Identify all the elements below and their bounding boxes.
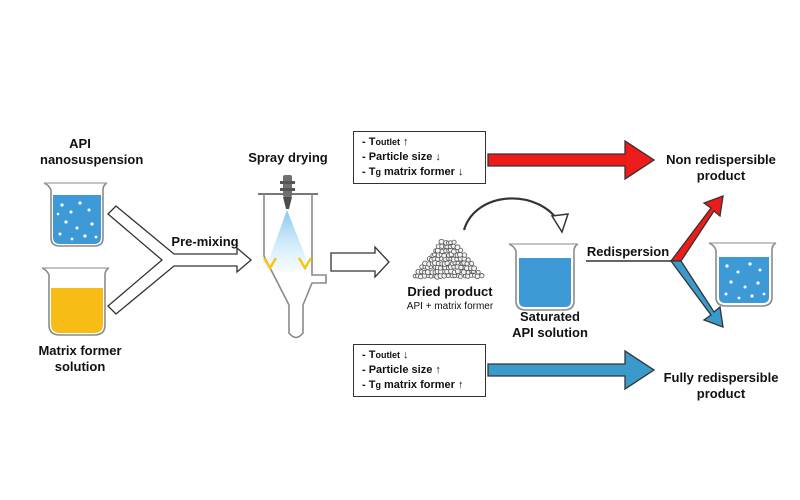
condition-subscript: g: [375, 167, 381, 177]
powder-particle: [438, 238, 445, 245]
nanoparticles: [56, 201, 98, 241]
yellow-liquid: [51, 288, 103, 333]
matrix-former-label: Matrix former solution: [28, 343, 132, 375]
split-arrows-icon: [669, 195, 724, 328]
condition-text: - T: [362, 379, 376, 391]
beaker-saturated-solution-icon: [508, 243, 579, 311]
api-nanosuspension-label: API nanosuspension: [40, 136, 144, 168]
condition-line: - Toutlet ↓: [362, 348, 477, 363]
beaker-redispersed-icon: [708, 242, 777, 307]
powder-particle: [432, 252, 437, 257]
powder-particle: [474, 273, 481, 280]
beaker-api-nanosuspension-icon: [43, 182, 108, 247]
blue-outcome-arrow: [487, 349, 656, 391]
label-line: Non redispersible: [666, 152, 776, 167]
condition-text: - Particle size: [362, 151, 436, 163]
spray-drying-label: Spray drying: [248, 150, 328, 165]
powder-particle: [458, 274, 463, 279]
dried-product-sublabel: API + matrix former: [406, 301, 494, 312]
conditions-box-bottom: - Toutlet ↓- Particle size ↑- Tg matrix …: [353, 344, 486, 397]
powder-particle: [461, 252, 468, 258]
trend-arrow-icon: ↑: [435, 364, 441, 376]
powder-particle: [434, 247, 441, 254]
powder-particle: [441, 252, 447, 259]
label-line: nanosuspension: [40, 152, 144, 167]
condition-line: - Particle size ↑: [362, 363, 477, 378]
curved-arrow-icon: [462, 197, 570, 234]
powder-particle: [444, 260, 450, 266]
powder-particle: [454, 244, 461, 251]
powder-particle: [465, 270, 471, 275]
powder-particle: [424, 269, 431, 276]
trend-arrow-icon: ↑: [403, 136, 409, 148]
condition-text: - T: [362, 349, 376, 361]
condition-text: - T: [362, 166, 376, 178]
label-line: product: [696, 168, 746, 183]
label-line: solution: [54, 359, 106, 374]
powder-particle: [445, 273, 451, 279]
label-line: Saturated: [520, 309, 580, 324]
pre-mixing-label: Pre-mixing: [171, 234, 239, 249]
spray-dryer-icon: [258, 175, 327, 339]
condition-subscript: outlet: [375, 137, 400, 147]
red-split-arrow: [669, 195, 724, 262]
trend-arrow-icon: ↑: [457, 379, 464, 391]
trend-arrow-icon: ↓: [403, 349, 409, 361]
label-line: API solution: [512, 325, 588, 340]
powder-particle: [455, 260, 461, 266]
powder-particle: [475, 269, 481, 275]
non-redispersible-label: Non redispersible product: [656, 152, 786, 184]
powder-particle: [451, 239, 457, 245]
glass-outline: [41, 267, 110, 336]
condition-text: - Particle size: [362, 364, 436, 376]
trend-arrow-icon: ↓: [435, 151, 441, 163]
condition-line: - Tg matrix former ↑: [362, 378, 477, 393]
saturated-solution-label: Saturated API solution: [500, 309, 600, 341]
redispersion-label: Redispersion: [586, 244, 670, 259]
condition-line: - Tg matrix former ↓: [362, 165, 477, 180]
condition-line: - Particle size ↓: [362, 150, 477, 165]
powder-particle: [437, 265, 444, 271]
blue-liquid: [53, 195, 101, 244]
pre-mixing-arrow-icon: [107, 205, 252, 315]
condition-text: - T: [362, 136, 376, 148]
dried-powder-icon: [412, 238, 485, 280]
powder-particle: [458, 264, 464, 271]
powder-particle: [457, 251, 463, 258]
trend-arrow-icon: ↓: [457, 166, 464, 178]
condition-subscript: outlet: [375, 350, 400, 360]
beaker-matrix-former-icon: [41, 267, 110, 336]
fully-redispersible-label: Fully redispersible product: [656, 370, 786, 402]
label-line: product: [696, 386, 746, 401]
transfer-arrow-icon: [330, 245, 390, 279]
red-outcome-arrow: [487, 139, 656, 181]
powder-particle: [479, 273, 485, 279]
condition-text: matrix former: [380, 379, 458, 391]
nozzle: [283, 175, 292, 197]
blue-split-arrow: [669, 260, 724, 328]
glass-outline: [43, 182, 108, 247]
label-line: API: [69, 136, 91, 151]
condition-subscript: g: [375, 380, 381, 390]
label-line: Matrix former: [38, 343, 122, 358]
conditions-box-top: - Toutlet ↑- Particle size ↓- Tg matrix …: [353, 131, 486, 184]
dried-product-label: Dried product: [407, 284, 493, 299]
condition-line: - Toutlet ↑: [362, 135, 477, 150]
powder-particle: [465, 257, 471, 263]
powder-particle: [469, 260, 475, 267]
label-line: Fully redispersible: [663, 370, 779, 385]
condition-text: matrix former: [380, 166, 458, 178]
powder-particle: [471, 265, 478, 272]
spray-cone: [266, 210, 310, 272]
